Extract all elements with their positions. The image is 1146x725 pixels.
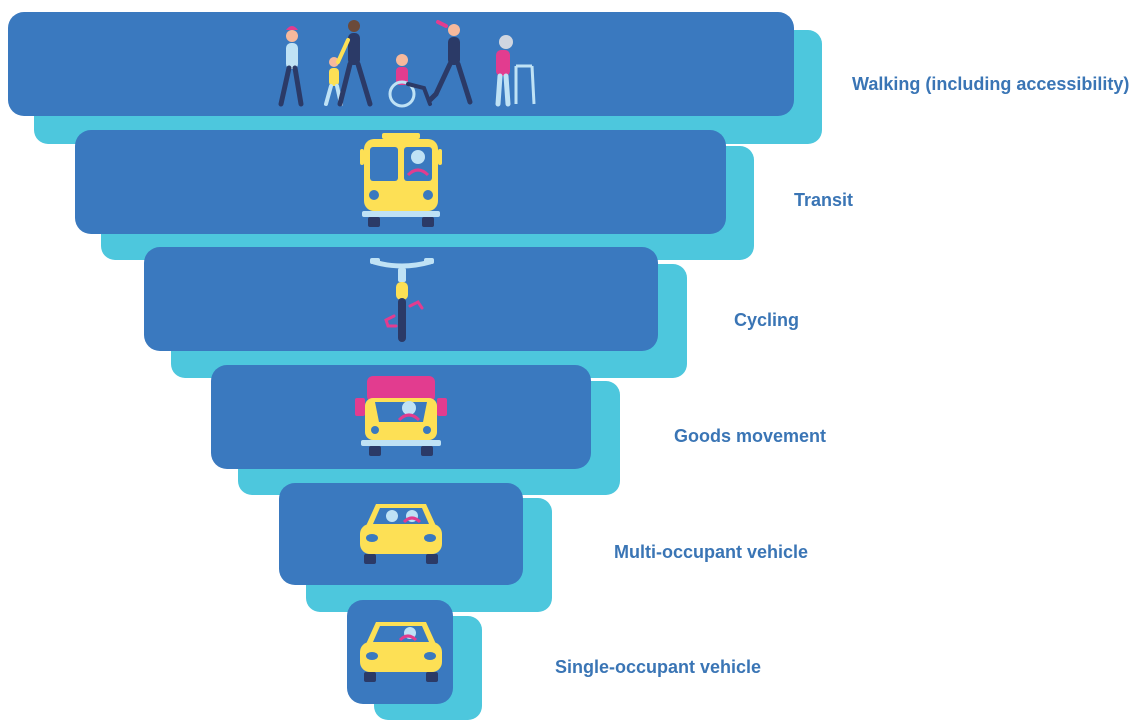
- pedestrians-icon: [278, 20, 536, 108]
- tier-label: Walking (including accessibility): [852, 74, 1130, 94]
- tier-label: Transit: [794, 190, 854, 210]
- tier-label: Single-occupant vehicle: [555, 657, 762, 677]
- bicycle-icon: [370, 258, 434, 342]
- truck-icon: [355, 376, 447, 456]
- tier-label: Multi-occupant vehicle: [614, 542, 809, 562]
- bus-icon: [360, 133, 442, 227]
- car-single-icon: [360, 622, 442, 682]
- tier-label: Cycling: [734, 310, 800, 330]
- car-multi-icon: [360, 504, 442, 564]
- tier-label: Goods movement: [674, 426, 827, 446]
